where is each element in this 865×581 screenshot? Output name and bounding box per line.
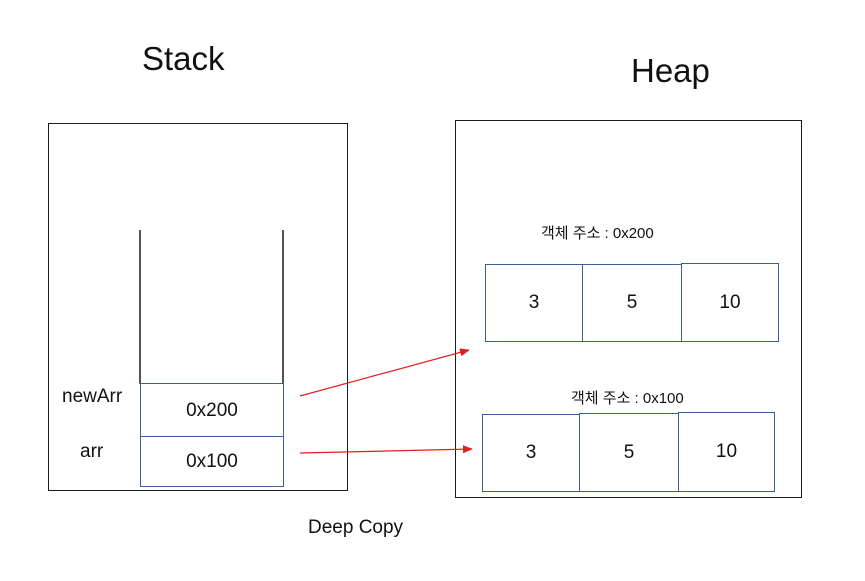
arrow-arr-to-0x100: [299, 445, 473, 454]
arrow-newArr-to-0x200: [299, 348, 470, 397]
heap-title: Heap: [631, 52, 710, 89]
heap-object-address: 객체 주소 : 0x200: [541, 225, 654, 242]
heap-cell: 10: [678, 412, 775, 492]
heap-frame: [455, 120, 802, 498]
stack-cell-arr: 0x100: [140, 436, 284, 487]
variable-label-newArr: newArr: [62, 386, 123, 407]
heap-object-address: 객체 주소 : 0x100: [571, 390, 684, 407]
variable-label-arr: arr: [80, 441, 104, 462]
stack-cell-value: 0x200: [186, 400, 238, 421]
stack-title: Stack: [142, 40, 225, 77]
stack-frame: [48, 123, 348, 491]
stack-cell-newArr: 0x200: [140, 383, 284, 437]
diagram-caption: Deep Copy: [308, 517, 404, 538]
heap-cell: 10: [681, 263, 779, 342]
stack-cell-value: 0x100: [186, 450, 238, 472]
